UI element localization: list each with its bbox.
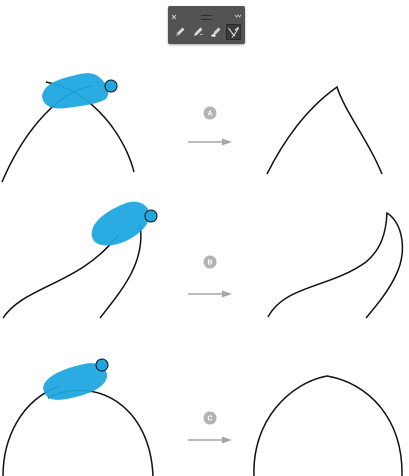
brush-highlight <box>91 201 150 246</box>
smooth-icon <box>193 27 203 36</box>
step-badge-a: A <box>203 106 217 120</box>
brush-highlight <box>42 73 109 109</box>
cursor-circle-icon <box>95 358 109 372</box>
path-eraser-tool-button[interactable] <box>208 24 223 40</box>
row-c-after <box>253 375 403 476</box>
close-icon[interactable] <box>171 7 177 20</box>
arrow-a <box>188 138 232 146</box>
svg-text:B: B <box>207 260 212 267</box>
svg-text:A: A <box>207 111 212 118</box>
pencil-icon <box>175 27 184 36</box>
cursor-circle-icon <box>144 209 158 223</box>
eraser-icon <box>211 27 220 37</box>
row-b-after <box>267 211 404 319</box>
cursor-circle-icon <box>104 79 118 93</box>
row-b-before <box>2 201 158 319</box>
join-icon <box>228 26 239 38</box>
arrow-c <box>188 436 232 444</box>
join-tool-button[interactable] <box>226 24 241 40</box>
brush-highlight <box>43 363 108 400</box>
row-c-before <box>2 358 154 476</box>
arrow-b <box>188 290 232 298</box>
collapse-icon[interactable] <box>234 7 242 18</box>
svg-text:C: C <box>207 416 212 423</box>
smooth-tool-button[interactable] <box>190 24 205 40</box>
pencil-tool-button[interactable] <box>172 24 187 40</box>
drag-grip-icon[interactable] <box>201 15 212 20</box>
step-badge-c: C <box>203 411 217 425</box>
row-a-after <box>266 85 383 175</box>
join-tool-palette <box>168 6 245 44</box>
tool-row <box>172 23 241 41</box>
step-badge-b: B <box>203 255 217 269</box>
row-a-before <box>1 73 135 183</box>
